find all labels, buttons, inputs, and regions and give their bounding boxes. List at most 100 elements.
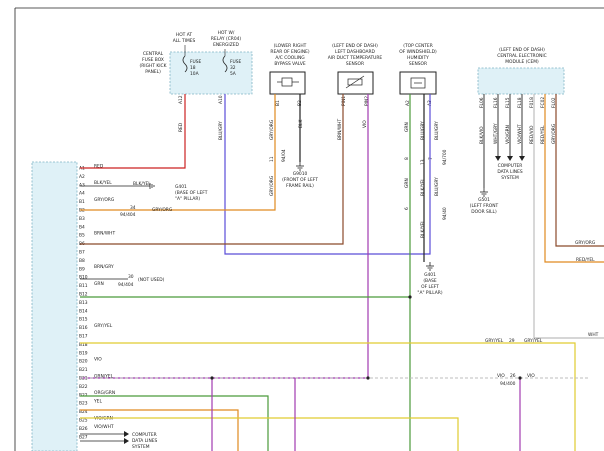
fuse-18-icon [182,55,188,73]
wire-label-vio: VIO [362,120,368,128]
module-pin-label: B18 [79,342,88,348]
ac-valve-title: (LOWER RIGHT REAR OF ENGINE) A/C COOLING… [270,43,309,67]
module-data-label: SYSTEM [132,444,150,450]
module-pin-label: B13 [79,300,88,306]
duct-sensor-title-line: AIR DUCT TEMPERATURE [328,55,383,61]
wire-label-blu-gry-1: BLU/GRY [420,121,426,140]
cem-pin-label: F018 [529,97,535,108]
fuse-box-label-line: PANEL) [145,69,161,75]
cem-pin-label: FL02 [551,97,557,108]
ground-g401-desc: "A" PILLAR) [417,290,442,296]
fuse-18-label: FUSE [190,59,202,65]
wire-gry-org-right [555,94,604,247]
wire-label-blu-gry: BLU/GRY [218,121,224,140]
wire-label-blu-gry-2: BLU/GRY [434,121,440,140]
module-pin-label: B22 [79,384,88,390]
module-pin-label: B26 [79,426,88,432]
thermistor-icon [345,75,365,89]
b1-wire2: GRY/ORG [152,207,173,213]
wire-grn [80,94,411,298]
module-wire-label: BRN/GRY [94,264,114,270]
connector-pin-7: 7 [428,157,434,160]
wire-blu-gry [224,94,431,255]
fuse-32-icon [222,55,228,73]
ground-g501-desc: (LEFT FRONT [470,203,499,209]
gry-yel-left-label: GRY/YEL [485,338,504,344]
humidity-title-line: SENSOR [409,61,427,67]
module-pin-label: B8 [79,258,85,264]
module-pin-label: B24 [79,409,88,415]
ground-icon [426,262,434,271]
cem-pin-label: FL18 [517,97,523,108]
right-label-red-yel: RED/YEL [576,257,595,263]
central-fuse-box [169,51,253,95]
ac-valve-title-line: A/C COOLING [275,55,305,61]
fuse-box-side-label: CENTRAL FUSE BOX (RIGHT KICK PANEL) [140,51,167,75]
connector-pin-6: 6 [404,207,410,210]
module-wire-label: VIO [94,357,102,363]
right-label-gry-org: GRY/ORG [575,240,596,246]
cem-data-label: SYSTEM [501,175,519,181]
cem-pin-labels: FL06BLK/VIOFL16WHT/GRYFL15VIO/GRNFL18VIO… [479,97,557,144]
wire-label-blk-yel: BLK/YEL [420,178,426,196]
wire-red [80,94,186,169]
hot-at-all-times-label: HOT AT [176,32,192,38]
module-data-arrows [80,431,129,444]
vio-right-label: VIO [527,373,535,379]
duct-sensor-title-line: (LEFT END OF DASH) [332,43,378,49]
cem-wire-label: VIO/WHT [517,124,523,144]
cem-data-label: DATA LINES [497,169,523,175]
wire-yel [80,417,459,451]
ac-valve-title-line: BYPASS VALVE [274,61,305,67]
connector-pin-11: 11 [269,156,275,162]
wire-brn-wht [80,94,344,245]
hot-relay-label: ENERGIZED [213,42,239,48]
wire-label-brn-wht: BRN/WHT [337,119,343,140]
module-pin-label: B9 [79,266,85,272]
module-pin-label: B10 [79,275,88,281]
fuse-32-label: FUSE [230,59,242,65]
duct-sensor-title-line: SENSOR [346,61,364,67]
cem-pin-label: FC02 [540,97,546,108]
duct-sensor-box [337,71,374,95]
cem-wire-label: VIO/GRN [505,125,511,144]
ac-valve-title-line: (LOWER RIGHT [274,43,307,49]
ground-g501: G501 [478,197,490,203]
b9-pin-30: 30 [128,274,134,280]
wire-label-grn-2: GRN [404,178,410,188]
module-wire-label: RED [94,163,104,169]
connector-94-40: 94/40 [442,207,448,220]
humidity-pin-a2: A2 [405,100,411,106]
module-data-label: DATA LINES [132,438,158,444]
vio-connector-94-400: 94/400 [500,381,516,387]
wire-wht-right [533,94,604,339]
connector-pin-13: 13 [420,159,426,165]
module-pin-label: A4 [79,191,85,197]
fuse-pin-a10: A10 [218,95,224,104]
ground-icon [149,183,155,189]
humidity-sensor-icon [410,77,426,89]
splice-dots [210,295,522,380]
ground-g401: G401 [424,272,436,278]
wire-gry-yel [80,342,576,451]
ground-g9010-desc: (FRONT OF LEFT [282,177,318,183]
cem-wire-label: BLK/VIO [479,126,485,144]
connector-94-04: 94/04 [281,149,287,162]
cem-wire-label: WHT/GRY [493,123,499,144]
cem-wire-label: RED/YEL [540,125,546,144]
fuse-box-label-line: FUSE BOX [142,57,164,63]
b9-note: (NOT USED) [138,277,165,283]
cem-title-line: CENTRAL ELECTRONIC [497,53,546,59]
a3-ground-desc: (BASE OF LEFT [175,190,208,196]
module-pin-label: A3 [79,182,85,188]
module-pin-label: B21 [79,367,88,373]
cem-wire-label: RED/VIO [529,125,535,144]
fuse-18-rating: 10A [190,71,199,77]
module-pin-label: B17 [79,334,88,340]
cem-data-arrows [495,156,525,161]
a3-ground-g401: G401 [175,184,187,190]
b9-connector: 94/404 [118,282,134,288]
module-pin-label: B7 [79,250,85,256]
ground-g9010-desc: FRAME RAIL) [286,183,314,189]
